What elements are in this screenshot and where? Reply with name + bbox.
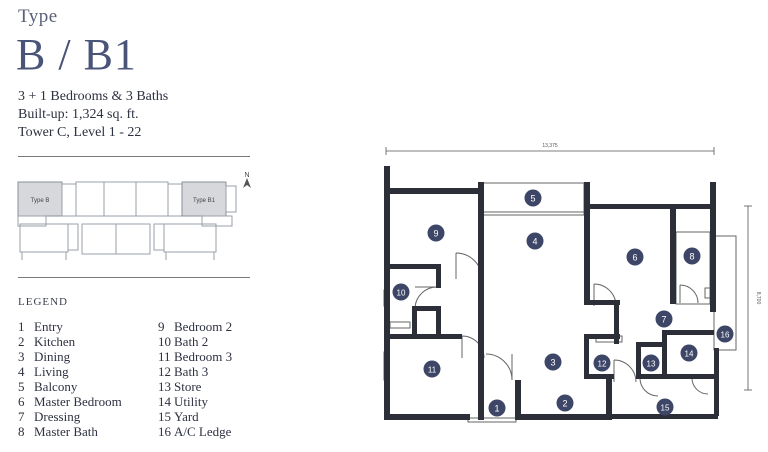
key-plan-type-b1-label: Type B1 [193,198,216,204]
svg-text:11: 11 [428,366,437,375]
room-marker-16: 16 [716,325,734,343]
room-marker-4: 4 [526,232,544,250]
north-arrow-icon: N [243,172,251,188]
divider-top [18,156,250,157]
spec-bedrooms: 3 + 1 Bedrooms & 3 Baths [18,89,169,104]
svg-text:16: 16 [721,331,730,340]
svg-text:3: 3 [550,358,555,368]
dimension-width-label: 13,375 [542,143,558,149]
room-marker-8: 8 [683,247,701,265]
plan-walls [384,166,719,420]
room-marker-9: 9 [427,224,445,242]
north-label: N [244,172,249,179]
type-label: Type [18,6,58,27]
room-marker-14: 14 [680,344,698,362]
spec-tower: Tower C, Level 1 - 22 [18,125,142,140]
legend-title: LEGEND [18,296,68,308]
svg-text:7: 7 [661,315,666,325]
key-plan: Type B Type B1 N [17,172,251,260]
room-markers: 1 2 3 4 5 6 7 8 9 10 11 12 13 14 15 16 [392,189,734,417]
svg-text:14: 14 [685,350,694,359]
room-marker-2: 2 [556,394,574,412]
svg-text:4: 4 [532,237,537,247]
svg-text:1: 1 [494,404,499,414]
room-marker-3: 3 [544,353,562,371]
room-marker-5: 5 [524,189,542,207]
room-marker-6: 6 [626,248,644,266]
svg-text:10: 10 [397,289,406,298]
room-marker-11: 11 [423,360,441,378]
dimension-height [744,205,752,391]
room-marker-15: 15 [656,398,674,416]
room-marker-13: 13 [642,354,660,372]
divider-bottom [18,277,250,278]
svg-text:13: 13 [647,360,656,369]
room-marker-1: 1 [488,399,506,417]
room-marker-10: 10 [392,283,410,301]
svg-text:12: 12 [598,360,607,369]
svg-text:6: 6 [632,253,637,263]
dimension-width [385,147,715,155]
spec-builtup: Built-up: 1,324 sq. ft. [18,107,139,122]
svg-text:8: 8 [689,252,694,262]
room-marker-12: 12 [593,354,611,372]
unit-title: B / B1 [16,30,137,79]
room-marker-7: 7 [655,310,673,328]
svg-text:2: 2 [562,399,567,409]
key-plan-type-b-label: Type B [31,198,50,204]
plan-thin-lines [383,182,737,423]
svg-text:5: 5 [530,194,535,204]
svg-text:15: 15 [661,404,670,413]
dimension-height-label: 8,700 [755,292,761,305]
svg-text:9: 9 [433,229,438,239]
